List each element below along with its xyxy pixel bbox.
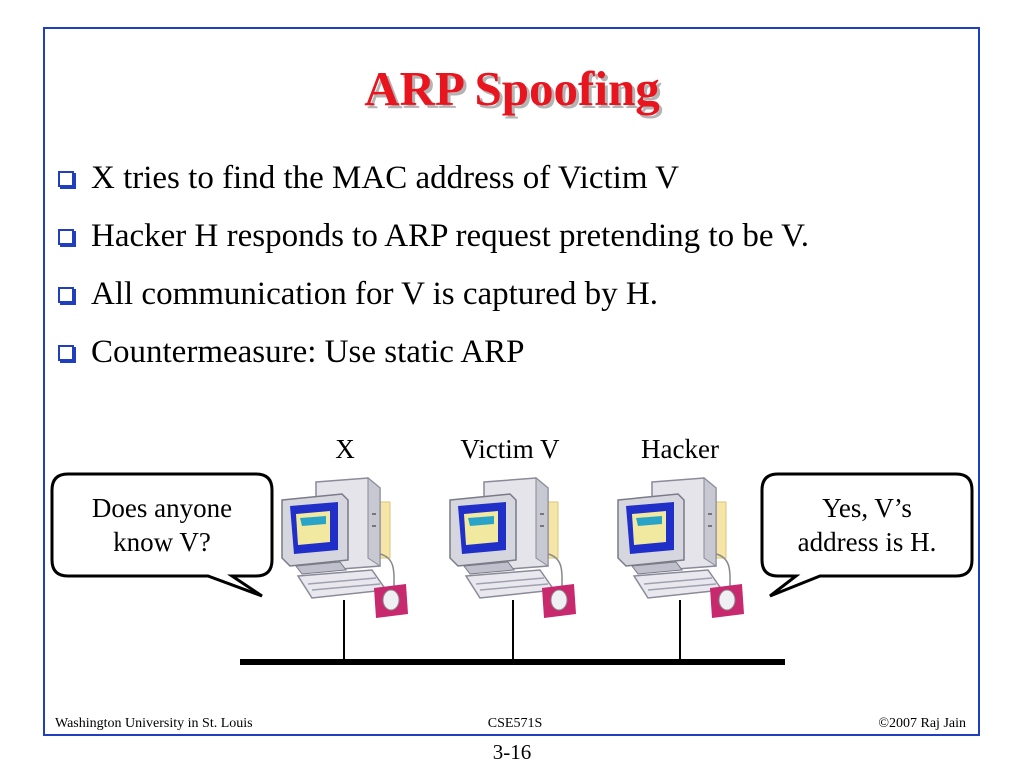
computer-x-icon — [281, 477, 409, 619]
checkbox-bullet-icon — [58, 229, 74, 245]
bullet-item: Countermeasure: Use static ARP — [55, 328, 809, 386]
right-speech-bubble — [760, 472, 974, 598]
bullet-item: All communication for V is captured by H… — [55, 270, 809, 328]
checkbox-bullet-icon — [58, 287, 74, 303]
page-number: 3-16 — [492, 740, 532, 764]
bullet-item: X tries to find the MAC address of Victi… — [55, 154, 809, 212]
right-bubble-line1: Yes, V’s — [822, 493, 912, 523]
slide-title: ARP Spoofing — [364, 61, 660, 116]
bullet-text: Countermeasure: Use static ARP — [91, 334, 525, 370]
footer-center: CSE571S — [487, 716, 543, 731]
computer-hacker-icon — [617, 477, 745, 619]
right-bubble-text: Yes, V’s address is H. — [762, 491, 972, 559]
footer-right: ©2007 Raj Jain — [878, 716, 966, 731]
computer-label-x: X — [335, 434, 355, 464]
footer-left: Washington University in St. Louis — [55, 716, 253, 731]
checkbox-bullet-icon — [58, 171, 74, 187]
slide-frame — [43, 27, 980, 736]
right-bubble-line2: address is H. — [797, 527, 937, 557]
bullet-text: X tries to find the MAC address of Victi… — [91, 160, 679, 196]
left-bubble-text: Does anyone know V? — [52, 491, 272, 559]
bullet-text: All communication for V is captured by H… — [91, 276, 659, 312]
bullet-text: Hacker H responds to ARP request pretend… — [91, 218, 809, 254]
left-bubble-line1: Does anyone — [91, 493, 233, 523]
computer-label-hacker: Hacker — [641, 434, 719, 464]
left-bubble-line2: know V? — [113, 527, 211, 557]
bullet-item: Hacker H responds to ARP request pretend… — [55, 212, 809, 270]
left-speech-bubble — [50, 472, 274, 598]
computer-label-victim: Victim V — [460, 434, 560, 464]
bullet-list: X tries to find the MAC address of Victi… — [55, 154, 809, 386]
computer-victim-icon — [449, 477, 577, 619]
checkbox-bullet-icon — [58, 345, 74, 361]
